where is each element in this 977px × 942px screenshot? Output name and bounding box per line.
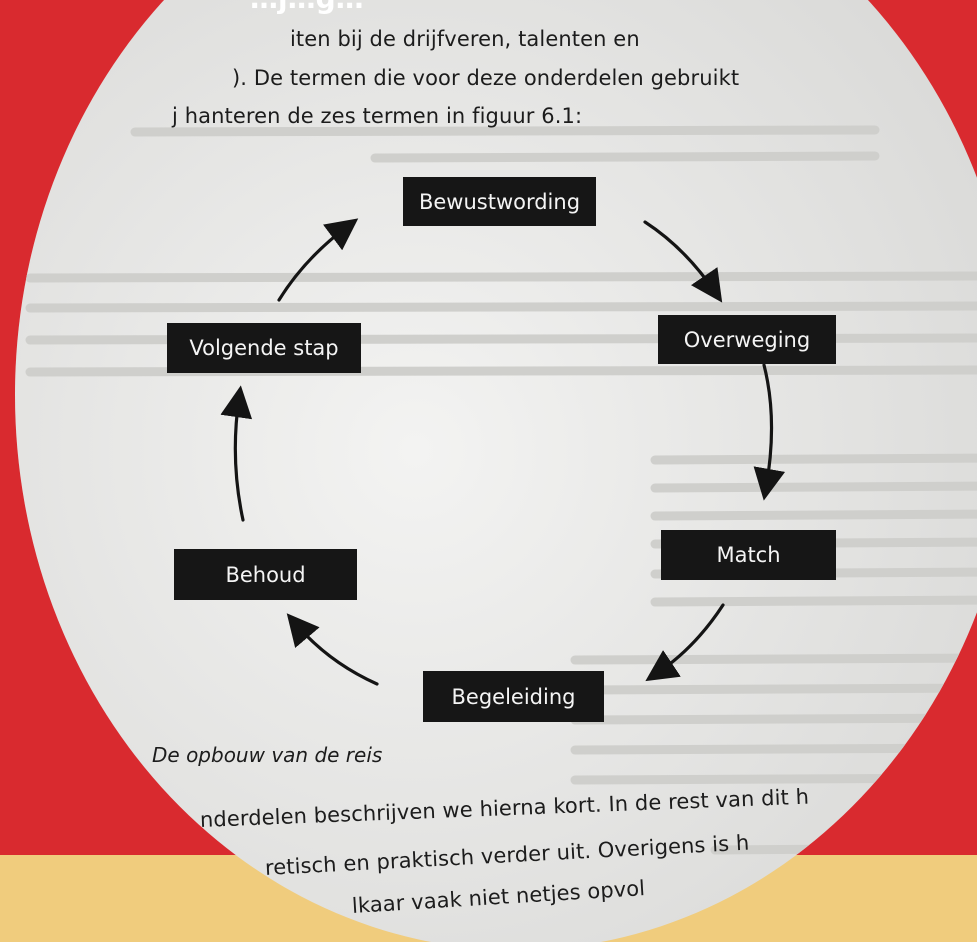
arrow-match-to-begeleiding [645, 603, 725, 682]
node-volgende-stap: Volgende stap [167, 323, 361, 373]
node-match: Match [661, 530, 836, 580]
node-begeleiding: Begeleiding [423, 671, 604, 722]
arrow-volgende-stap-to-bewustwording [277, 218, 359, 302]
node-overweging: Overweging [658, 315, 836, 364]
body-text-line: j hanteren de zes termen in figuur 6.1: [172, 104, 583, 128]
arrow-overweging-to-match [753, 363, 786, 501]
node-behoud: Behoud [174, 549, 357, 600]
figure-caption: De opbouw van de reis [152, 743, 383, 767]
arrow-begeleiding-to-behoud [286, 613, 379, 686]
arrow-bewustwording-to-overweging [643, 220, 723, 303]
node-bewustwording: Bewustwording [403, 177, 596, 226]
body-text-line: iten bij de drijfveren, talenten en [290, 27, 640, 51]
book-page-photo [15, 0, 977, 942]
body-text-line: ). De termen die voor deze onderdelen ge… [232, 66, 740, 90]
arrow-behoud-to-volgende-stap [220, 385, 253, 522]
page-title-fragment: …j…g… [250, 0, 364, 15]
